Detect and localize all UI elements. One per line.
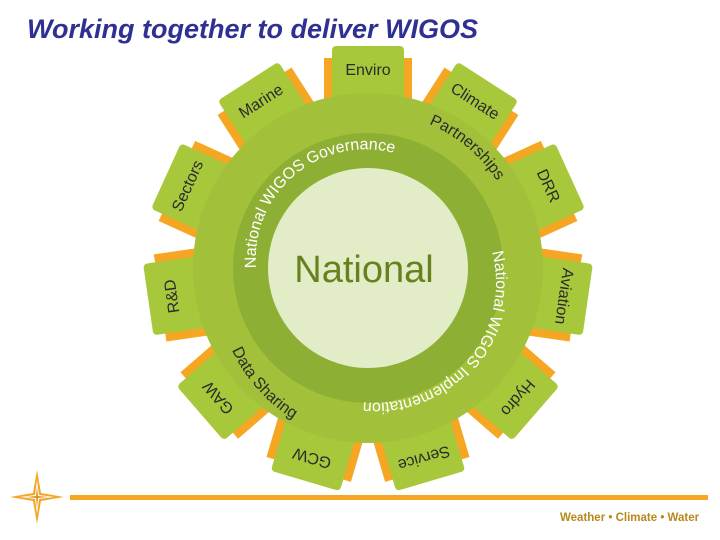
center-label: National: [294, 249, 433, 291]
gear-tooth-drr: DRR: [492, 140, 584, 239]
compass-star-icon: [10, 470, 64, 524]
tooth-label-enviro: Enviro: [345, 62, 390, 79]
gear-center: [268, 168, 468, 368]
gear-tooth-enviro: Enviro: [324, 46, 412, 116]
footer-accent-bar: [70, 495, 708, 500]
footer-tagline: Weather • Climate • Water: [560, 512, 700, 524]
tooth-label-rd: R&D: [162, 278, 184, 314]
slide-title: Working together to deliver WIGOS: [27, 14, 479, 44]
